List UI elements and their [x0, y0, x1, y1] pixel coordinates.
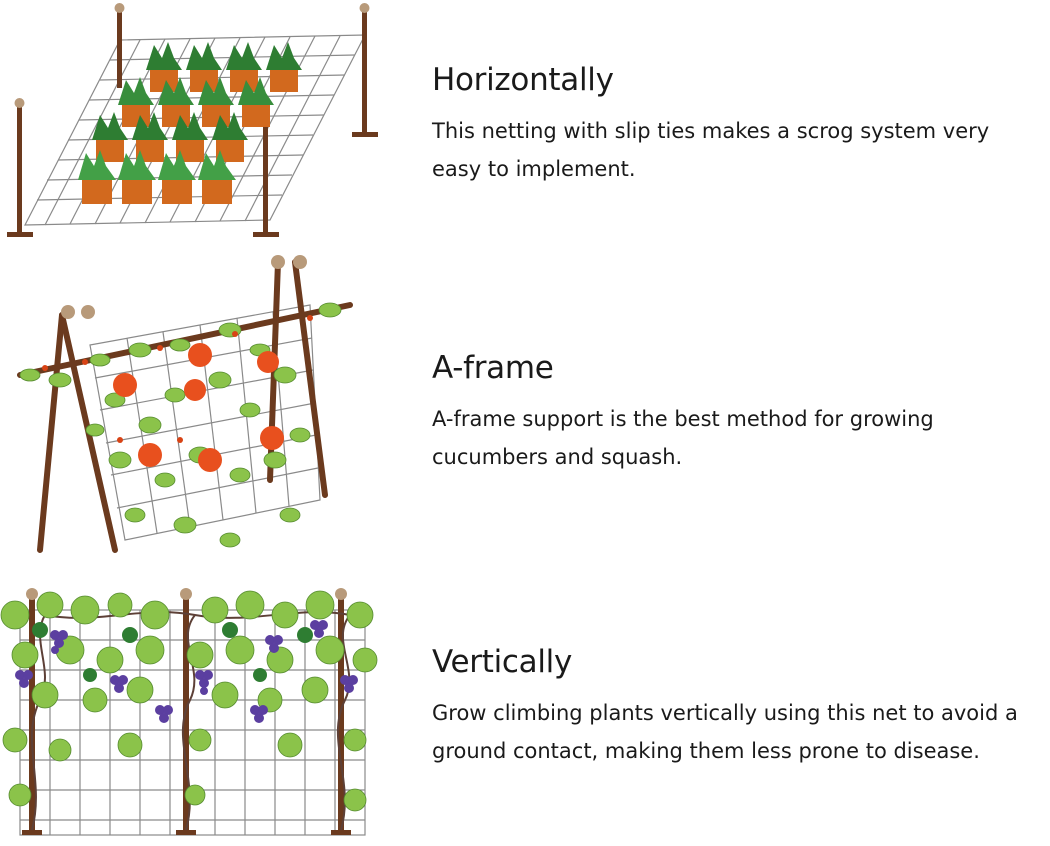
section-heading: Vertically: [432, 644, 572, 680]
section-heading: Horizontally: [432, 62, 614, 98]
section-a-frame: A-frame A-frame support is the best meth…: [0, 250, 1050, 580]
section-vertical-text: Vertically Grow climbing plants vertical…: [432, 644, 1042, 770]
a-frame-trellis-flowers-icon: [17, 255, 353, 553]
horizontal-trellis-plants-icon: [7, 3, 378, 237]
section-description: Grow climbing plants vertically using th…: [432, 701, 1018, 763]
section-horizontal: Horizontally This netting with slip ties…: [0, 0, 1050, 250]
section-horizontal-text: Horizontally This netting with slip ties…: [432, 62, 1042, 188]
section-vertical: Vertically Grow climbing plants vertical…: [0, 580, 1050, 846]
section-a-frame-text: A-frame A-frame support is the best meth…: [432, 350, 1042, 476]
section-description: A-frame support is the best method for g…: [432, 407, 934, 469]
section-heading: A-frame: [432, 350, 554, 386]
vertical-trellis-grapes-icon: [0, 588, 378, 836]
section-description: This netting with slip ties makes a scro…: [432, 119, 990, 181]
